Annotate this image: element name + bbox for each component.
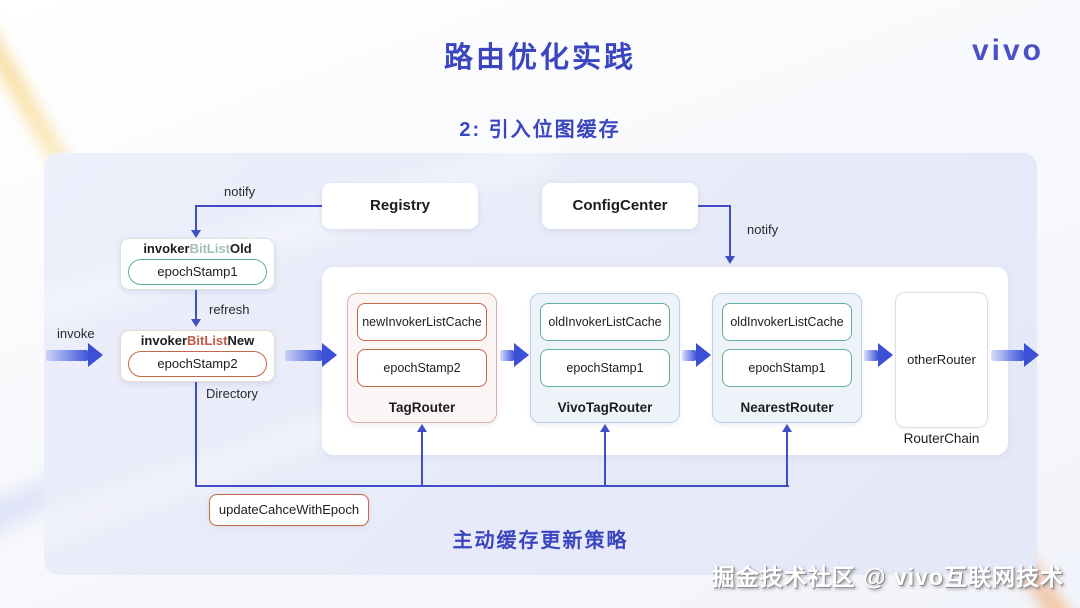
nearest-router-cache: oldInvokerListCache	[722, 303, 852, 341]
exit-arrow-head	[1024, 343, 1039, 367]
epoch-stamp2-new: epochStamp2	[128, 351, 267, 377]
invoker-old-title: invokerBitListOld	[121, 241, 274, 256]
arrowhead-registry-notify	[191, 230, 201, 238]
watermark-text: 掘金技术社区 @ vivo互联网技术	[711, 564, 1064, 590]
node-invoker-bitlist-old: invokerBitListOld epochStamp1	[120, 238, 275, 290]
arrow-head	[696, 343, 711, 367]
node-update-epoch: updateCahceWithEpoch	[209, 494, 369, 526]
vivo-logo: vivo	[971, 34, 1044, 67]
router-chain-label: RouterChain	[903, 431, 980, 446]
edge-label-notify-registry: notify	[224, 184, 256, 199]
arrowhead-refresh	[191, 319, 201, 327]
entry-arrow	[285, 343, 337, 367]
edge-label-invoke: invoke	[57, 326, 95, 341]
arrow-nearest-to-other	[864, 343, 893, 367]
arrow-bar	[864, 349, 878, 361]
vivo-tag-router-stamp: epochStamp1	[540, 349, 670, 387]
arrow-tag-to-vivotag	[500, 343, 529, 367]
connector-refresh	[195, 290, 197, 320]
arrow-bar	[500, 349, 514, 361]
vivo-tag-router-label: VivoTagRouter	[557, 400, 653, 415]
exit-arrow-bar	[991, 349, 1024, 361]
edge-label-directory: Directory	[206, 386, 259, 401]
invoker-new-title: invokerBitListNew	[121, 333, 274, 348]
arrow-head	[878, 343, 893, 367]
tag-router-label: TagRouter	[388, 400, 456, 415]
entry-arrow-head	[322, 343, 337, 367]
exit-arrow	[991, 343, 1039, 367]
tag-router-stamp: epochStamp2	[357, 349, 487, 387]
connector-registry-h	[196, 205, 322, 207]
arrowhead-up-nearest	[782, 424, 792, 432]
node-invoker-bitlist-new: invokerBitListNew epochStamp2	[120, 330, 275, 382]
node-nearest-router: oldInvokerListCache epochStamp1 NearestR…	[712, 293, 862, 423]
node-other-router: otherRouter	[895, 292, 988, 428]
node-vivo-tag-router: oldInvokerListCache epochStamp1 VivoTagR…	[530, 293, 680, 423]
invoker-new-mid: BitList	[187, 333, 228, 348]
connector-up-nearest	[786, 431, 788, 486]
connector-config-v	[729, 205, 731, 257]
connector-registry-v	[195, 205, 197, 231]
slide-subtitle: 2: 引入位图缓存	[459, 119, 621, 141]
page-title: 路由优化实践	[443, 42, 636, 74]
arrowhead-up-tag	[417, 424, 427, 432]
arrow-head	[514, 343, 529, 367]
arrowhead-config-notify	[725, 256, 735, 264]
edge-label-notify-config: notify	[747, 222, 779, 237]
connector-up-tag	[421, 431, 423, 486]
invoker-new-suffix: New	[227, 333, 255, 348]
node-config-center: ConfigCenter	[542, 183, 698, 229]
node-registry: Registry	[322, 183, 478, 229]
invoke-arrow	[46, 343, 103, 367]
nearest-router-label: NearestRouter	[740, 400, 834, 415]
epoch-stamp1-old: epochStamp1	[128, 259, 267, 285]
invoker-old-suffix: Old	[230, 241, 252, 256]
strategy-caption: 主动缓存更新策略	[452, 530, 629, 552]
node-tag-router: newInvokerListCache epochStamp2 TagRoute…	[347, 293, 497, 423]
connector-config-h	[698, 205, 730, 207]
invoke-arrow-bar	[46, 349, 88, 361]
edge-label-refresh: refresh	[209, 302, 250, 317]
invoke-arrow-head	[88, 343, 103, 367]
arrowhead-up-vivotag	[600, 424, 610, 432]
connector-feedback-h	[195, 485, 789, 487]
vivo-tag-router-cache: oldInvokerListCache	[540, 303, 670, 341]
invoker-old-mid: BitList	[189, 241, 231, 256]
arrow-bar	[682, 349, 696, 361]
connector-directory-down	[195, 382, 197, 487]
tag-router-cache: newInvokerListCache	[357, 303, 487, 341]
connector-up-vivotag	[604, 431, 606, 486]
invoker-new-prefix: invoker	[140, 333, 188, 348]
nearest-router-stamp: epochStamp1	[722, 349, 852, 387]
invoker-old-prefix: invoker	[143, 241, 190, 256]
entry-arrow-bar	[285, 349, 322, 361]
arrow-vivotag-to-nearest	[682, 343, 711, 367]
